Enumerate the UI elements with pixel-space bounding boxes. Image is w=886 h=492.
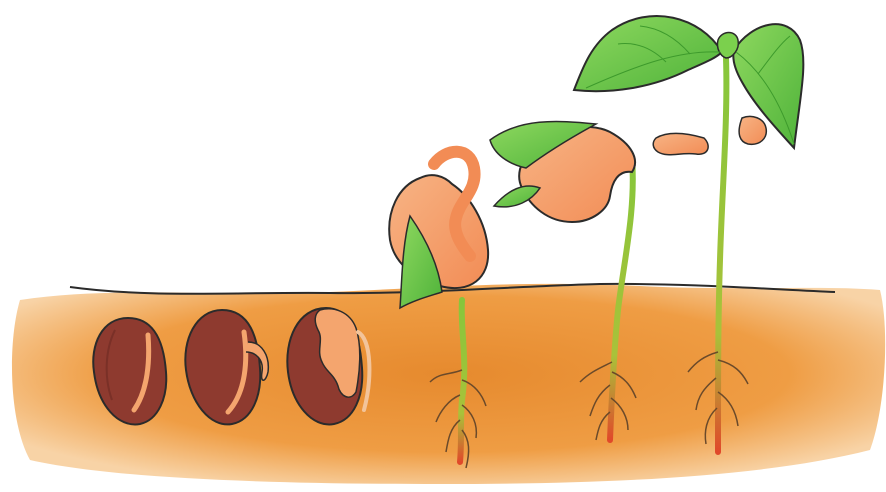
seed-germination-illustration [0, 0, 886, 492]
germination-canvas [0, 0, 886, 492]
